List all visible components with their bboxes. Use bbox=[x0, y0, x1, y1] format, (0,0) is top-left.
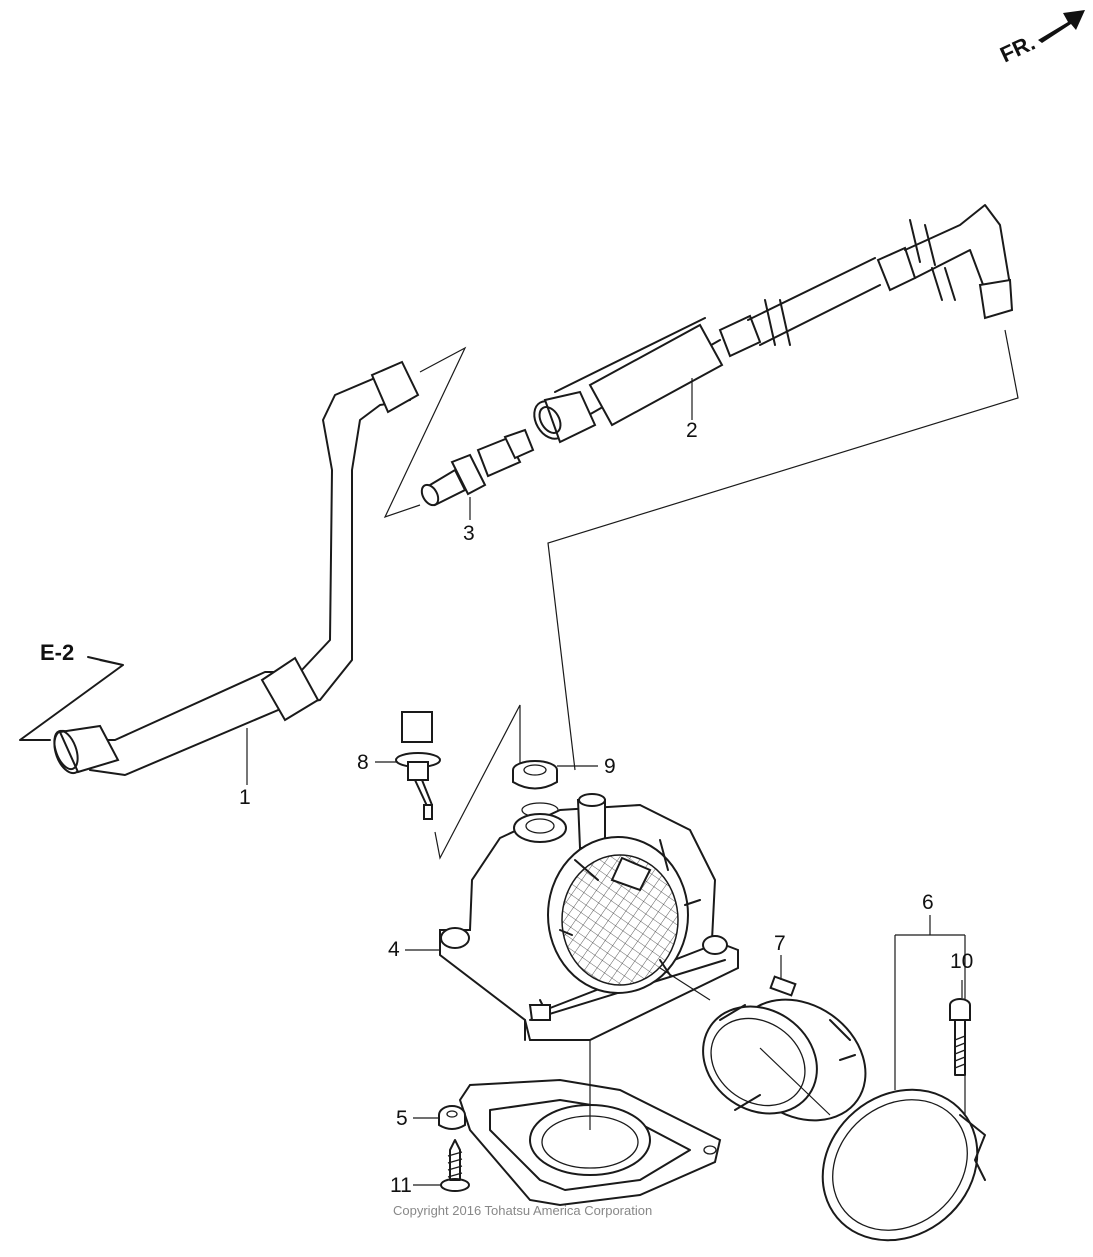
callout-9: 9 bbox=[604, 755, 616, 778]
leader-hose2-housing bbox=[547, 329, 1019, 771]
housing-part-4 bbox=[405, 793, 739, 1041]
collar-part-5 bbox=[413, 1105, 466, 1130]
gasket-part bbox=[458, 1040, 722, 1207]
callout-11: 11 bbox=[390, 1174, 412, 1197]
hose-part-1 bbox=[19, 360, 420, 785]
bolt-part-10 bbox=[949, 980, 971, 1076]
callout-10: 10 bbox=[950, 950, 974, 973]
callout-2: 2 bbox=[686, 419, 698, 442]
screw-part-11 bbox=[413, 1139, 470, 1192]
grommet-part-9 bbox=[512, 760, 598, 818]
front-arrow-icon bbox=[1038, 10, 1085, 43]
callout-6: 6 bbox=[922, 891, 934, 914]
copyright-notice: Copyright 2016 Tohatsu America Corporati… bbox=[393, 1203, 653, 1218]
joint-part-3 bbox=[420, 428, 535, 520]
callout-7: 7 bbox=[774, 932, 786, 955]
callout-8: 8 bbox=[357, 751, 369, 774]
callout-1: 1 bbox=[239, 786, 251, 809]
callout-4: 4 bbox=[388, 938, 400, 961]
sensor-part-8 bbox=[375, 704, 521, 860]
adapter-part-7 bbox=[702, 955, 867, 1122]
leader-hose1-top bbox=[383, 346, 467, 519]
clamp-part-6 bbox=[821, 915, 986, 1242]
callout-3: 3 bbox=[463, 522, 475, 545]
reference-label-e2: E-2 bbox=[40, 640, 75, 665]
callout-5: 5 bbox=[396, 1107, 408, 1130]
hose-part-2 bbox=[533, 204, 1014, 444]
